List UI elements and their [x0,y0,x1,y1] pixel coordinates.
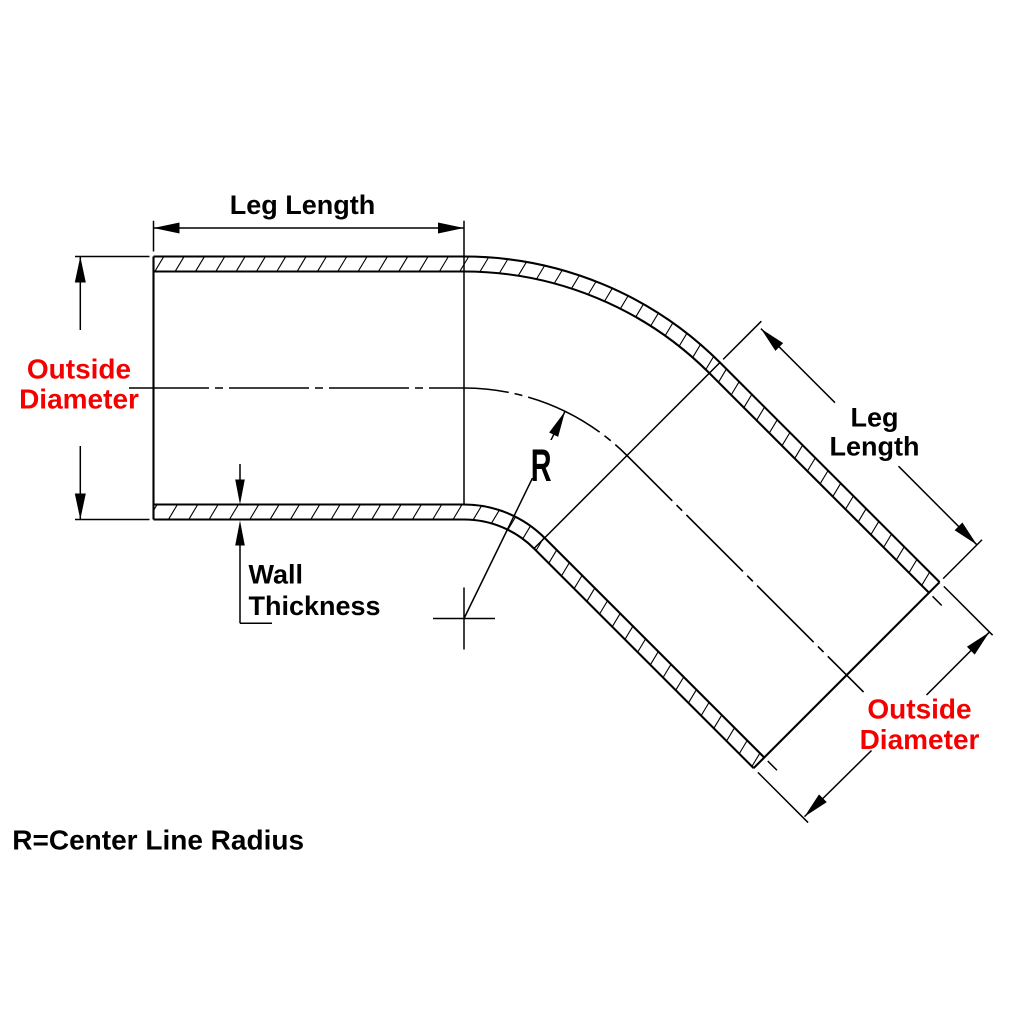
svg-text:R: R [531,442,552,492]
svg-text:Outside: Outside [867,694,971,725]
svg-text:Thickness: Thickness [249,591,381,621]
svg-text:Leg: Leg [850,402,898,432]
svg-text:Outside: Outside [27,354,131,385]
svg-text:Diameter: Diameter [860,724,980,755]
svg-text:Diameter: Diameter [19,383,139,414]
svg-text:R=Center Line Radius: R=Center Line Radius [12,825,304,856]
svg-text:Length: Length [830,432,920,462]
svg-text:Leg Length: Leg Length [230,190,375,220]
svg-text:Wall: Wall [249,560,304,590]
